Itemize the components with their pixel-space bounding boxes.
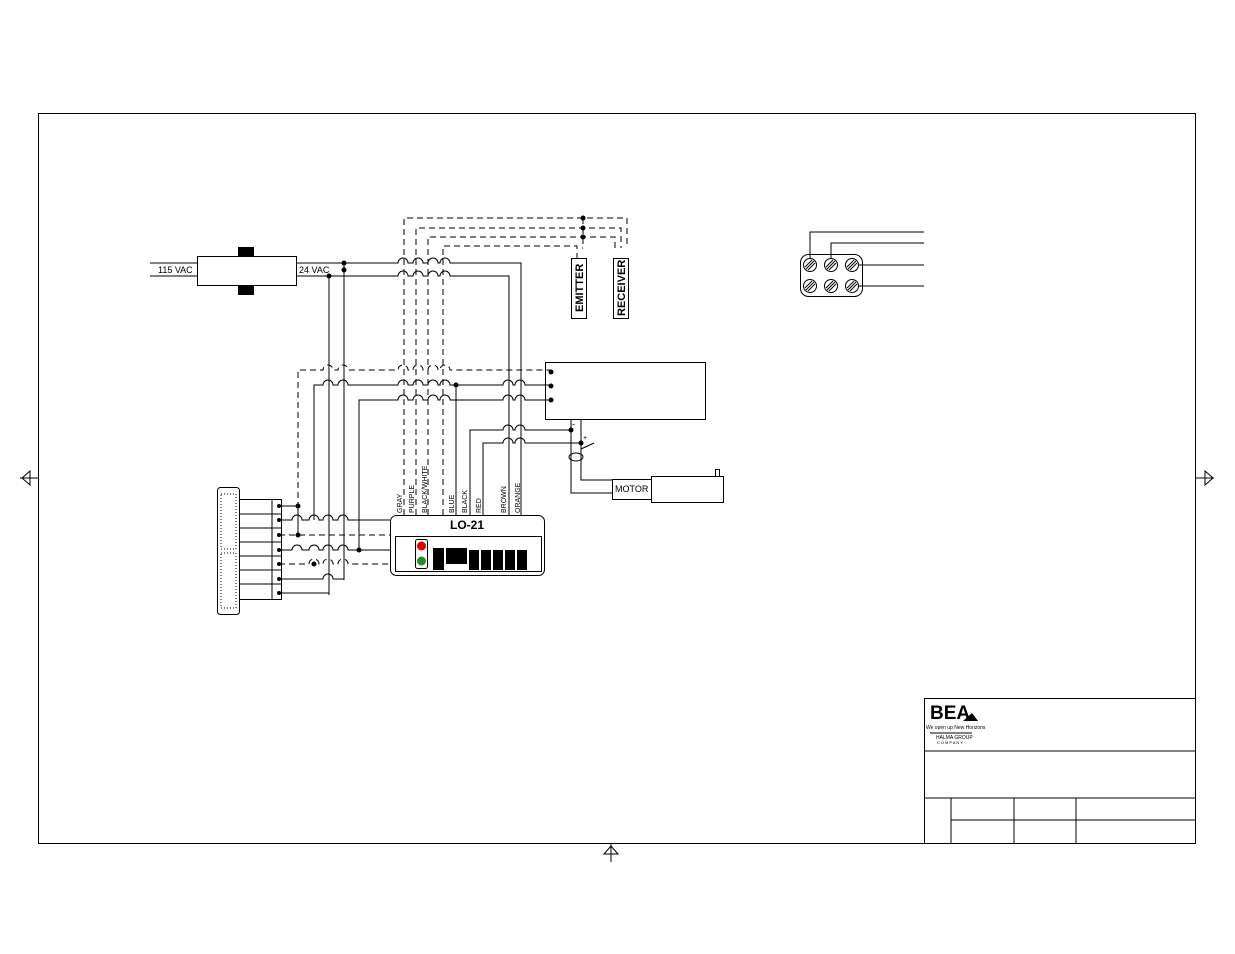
controller-title: LO-21 — [450, 518, 484, 532]
middle-wiring — [297, 364, 612, 550]
transformer-core-top — [238, 247, 254, 256]
company-logo: BEA — [930, 703, 970, 724]
power-bus — [326, 257, 522, 595]
lo21-controller: LO-21 GRAY PURPLE BLACK/WHITE BLUE BLACK… — [390, 465, 545, 576]
wire-label-black: BLACK — [462, 490, 469, 513]
emitter-label: EMITTER — [574, 264, 586, 312]
motor-body — [651, 476, 724, 503]
output-voltage-label: 24 VAC — [299, 265, 330, 275]
terminal-wiring — [277, 503, 390, 595]
group-line-1: HALMA GROUP — [936, 735, 973, 741]
wire-label-gray: GRAY — [397, 493, 404, 513]
control-module: - + — [545, 362, 706, 443]
title-block: BEA We open up New Horizons HALMA GROUP … — [924, 698, 1196, 844]
wire-label-purple: PURPLE — [409, 485, 416, 513]
transformer-body — [197, 256, 297, 286]
center-marker-right — [1196, 469, 1214, 487]
motor-label: MOTOR — [615, 484, 649, 494]
motor: MOTOR — [612, 469, 724, 503]
sheet-border — [38, 113, 1196, 844]
wire-label-brown: BROWN — [501, 486, 508, 513]
input-voltage-label: 115 VAC — [158, 265, 193, 275]
group-line-2: COMPANY — [937, 740, 964, 745]
receiver-label: RECEIVER — [616, 260, 628, 316]
transformer-core-bottom — [238, 286, 254, 295]
connector-pinout — [800, 231, 924, 297]
green-led — [417, 556, 426, 566]
terminal-block — [217, 487, 282, 615]
center-marker-bottom — [602, 844, 620, 862]
transformer: 115 VAC 24 VAC — [150, 247, 344, 295]
receiver: RECEIVER — [613, 258, 629, 319]
emitter: EMITTER — [571, 258, 587, 319]
wire-label-black-white: BLACK/WHITE — [422, 465, 429, 513]
module-minus: - — [572, 419, 575, 429]
wire-label-orange: ORANGE — [515, 482, 522, 513]
logo-accent — [963, 713, 978, 721]
center-marker-left — [20, 469, 38, 487]
wire-label-red: RED — [476, 498, 483, 513]
company-tagline: We open up New Horizons — [926, 725, 986, 731]
module-plus: + — [583, 435, 587, 442]
red-led — [417, 541, 426, 551]
controller-body — [390, 515, 545, 576]
wire-label-blue: BLUE — [449, 494, 456, 513]
